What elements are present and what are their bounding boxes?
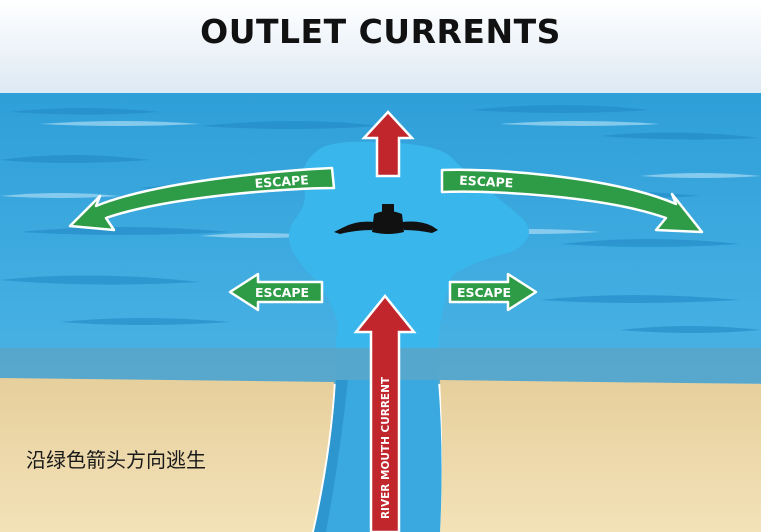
escape-arrow-upper-right <box>440 168 704 234</box>
escape-arrow-upper-left <box>68 166 336 232</box>
offshore-current-arrow <box>361 110 415 178</box>
wave-streaks <box>0 105 761 333</box>
escape-label-lower-left: ESCAPE <box>255 285 309 300</box>
chinese-caption: 沿绿色箭头方向逃生 <box>26 448 206 472</box>
escape-label-upper-right: ESCAPE <box>459 173 514 191</box>
escape-arrow-lower-right <box>448 272 538 312</box>
swimmer-icon <box>334 204 438 234</box>
river-channel-shading <box>314 380 348 532</box>
escape-label-lower-right: ESCAPE <box>457 285 511 300</box>
current-plume <box>288 141 530 385</box>
escape-arrow-lower-left <box>228 272 324 312</box>
escape-label-upper-left: ESCAPE <box>254 172 309 191</box>
sand-left <box>0 378 334 532</box>
river-mouth-current-arrow <box>353 294 417 532</box>
sky <box>0 0 761 94</box>
diagram-title: OUTLET CURRENTS <box>200 12 561 51</box>
sand-right <box>440 380 761 532</box>
river-mouth-current-label: RIVER MOUTH CURRENT <box>380 376 392 519</box>
